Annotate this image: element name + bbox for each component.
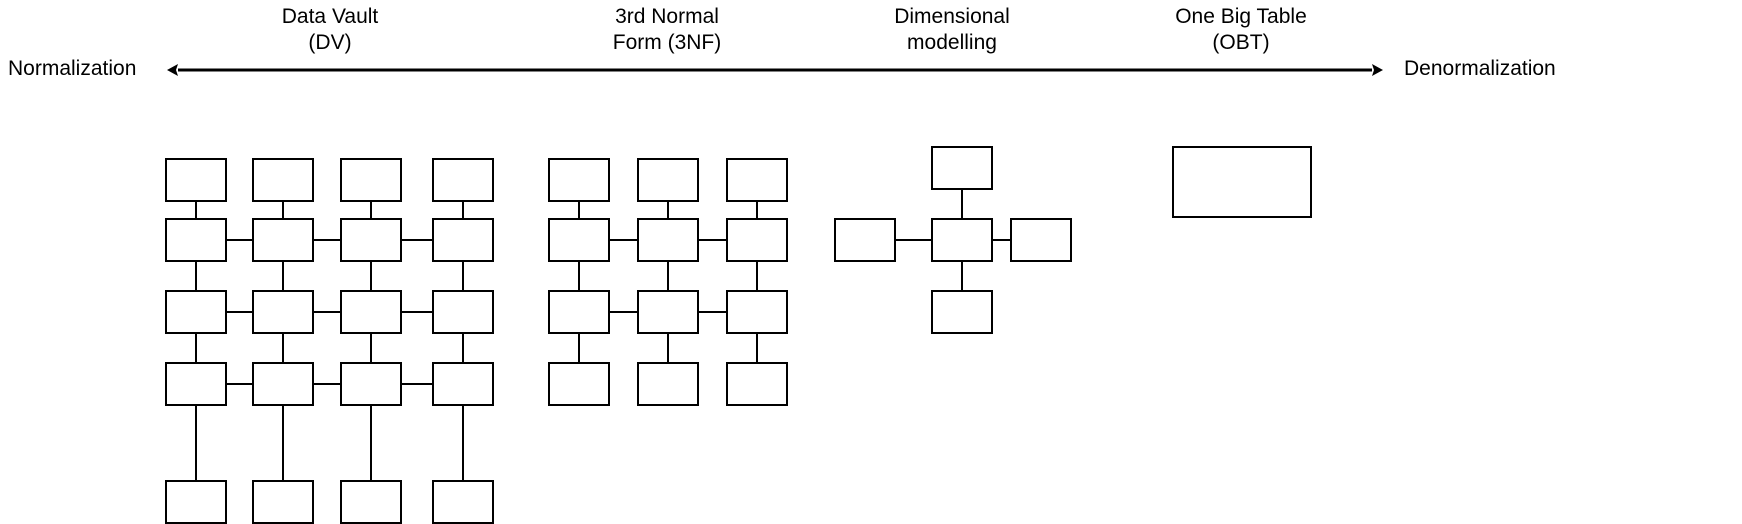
data-vault-table-box (165, 362, 227, 406)
data-vault-horizontal-connector (314, 238, 340, 242)
third-normal-form-table-box (548, 362, 610, 406)
one-big-table-table-box (1172, 146, 1312, 218)
column-label-dimensional-modelling: Dimensional modelling (894, 5, 1010, 54)
third-normal-form-table-box (637, 218, 699, 262)
third-normal-form-table-box (548, 290, 610, 334)
third-normal-form-horizontal-connector (699, 238, 726, 242)
data-vault-table-box (252, 158, 314, 202)
data-vault-vertical-connector (461, 334, 465, 362)
data-vault-horizontal-connector (402, 310, 432, 314)
dimensional-modelling-connector (960, 190, 964, 218)
third-normal-form-table-box (637, 362, 699, 406)
third-normal-form-vertical-connector (666, 334, 670, 362)
dimensional-modelling-connector (960, 262, 964, 290)
data-vault-table-box (340, 362, 402, 406)
third-normal-form-horizontal-connector (699, 310, 726, 314)
third-normal-form-table-box (726, 362, 788, 406)
third-normal-form-table-box (637, 290, 699, 334)
data-vault-vertical-connector (281, 262, 285, 290)
data-vault-vertical-connector (461, 202, 465, 218)
data-vault-table-box (340, 158, 402, 202)
data-vault-table-box (252, 218, 314, 262)
dimensional-modelling-dimension-box (931, 290, 993, 334)
third-normal-form-vertical-connector (577, 334, 581, 362)
data-vault-horizontal-connector (227, 382, 252, 386)
data-vault-vertical-connector (281, 202, 285, 218)
third-normal-form-vertical-connector (577, 262, 581, 290)
data-vault-vertical-connector (281, 334, 285, 362)
data-vault-horizontal-connector (402, 238, 432, 242)
dimensional-modelling-connector (993, 238, 1010, 242)
data-vault-table-box (252, 480, 314, 524)
data-vault-table-box (252, 362, 314, 406)
data-vault-table-box (432, 480, 494, 524)
data-vault-vertical-connector (369, 202, 373, 218)
column-label-data-vault: Data Vault (DV) (281, 5, 379, 54)
third-normal-form-table-box (548, 158, 610, 202)
third-normal-form-vertical-connector (666, 262, 670, 290)
data-vault-vertical-connector (194, 202, 198, 218)
data-vault-table-box (165, 158, 227, 202)
third-normal-form-table-box (548, 218, 610, 262)
data-vault-table-box (340, 218, 402, 262)
axis-left-label: Normalization (8, 57, 137, 80)
data-vault-table-box (432, 158, 494, 202)
third-normal-form-vertical-connector (755, 202, 759, 218)
data-vault-vertical-connector (461, 262, 465, 290)
data-vault-vertical-connector (194, 334, 198, 362)
data-vault-table-box (165, 480, 227, 524)
column-label-one-big-table: One Big Table (OBT) (1175, 5, 1307, 54)
data-vault-table-box (432, 362, 494, 406)
column-label-third-normal-form: 3rd Normal Form (3NF) (612, 5, 722, 54)
data-vault-horizontal-connector (314, 382, 340, 386)
data-vault-vertical-connector (194, 406, 198, 480)
third-normal-form-table-box (726, 290, 788, 334)
data-vault-table-box (165, 290, 227, 334)
dimensional-modelling-dimension-box (1010, 218, 1072, 262)
data-vault-horizontal-connector (314, 310, 340, 314)
data-vault-vertical-connector (369, 334, 373, 362)
dimensional-modelling-dimension-box (931, 146, 993, 190)
data-vault-vertical-connector (369, 406, 373, 480)
data-vault-table-box (252, 290, 314, 334)
third-normal-form-table-box (726, 158, 788, 202)
data-vault-vertical-connector (461, 406, 465, 480)
data-vault-table-box (432, 290, 494, 334)
data-vault-table-box (432, 218, 494, 262)
data-vault-horizontal-connector (402, 382, 432, 386)
dimensional-modelling-connector (896, 238, 931, 242)
data-vault-table-box (340, 480, 402, 524)
data-vault-vertical-connector (194, 262, 198, 290)
data-vault-vertical-connector (369, 262, 373, 290)
third-normal-form-vertical-connector (666, 202, 670, 218)
data-vault-horizontal-connector (227, 310, 252, 314)
axis-right-label: Denormalization (1404, 57, 1556, 80)
third-normal-form-table-box (726, 218, 788, 262)
third-normal-form-vertical-connector (755, 262, 759, 290)
data-vault-vertical-connector (281, 406, 285, 480)
dimensional-modelling-fact-box (931, 218, 993, 262)
dimensional-modelling-dimension-box (834, 218, 896, 262)
data-vault-table-box (340, 290, 402, 334)
third-normal-form-horizontal-connector (610, 238, 637, 242)
third-normal-form-vertical-connector (755, 334, 759, 362)
data-vault-horizontal-connector (227, 238, 252, 242)
third-normal-form-table-box (637, 158, 699, 202)
third-normal-form-vertical-connector (577, 202, 581, 218)
data-vault-table-box (165, 218, 227, 262)
third-normal-form-horizontal-connector (610, 310, 637, 314)
